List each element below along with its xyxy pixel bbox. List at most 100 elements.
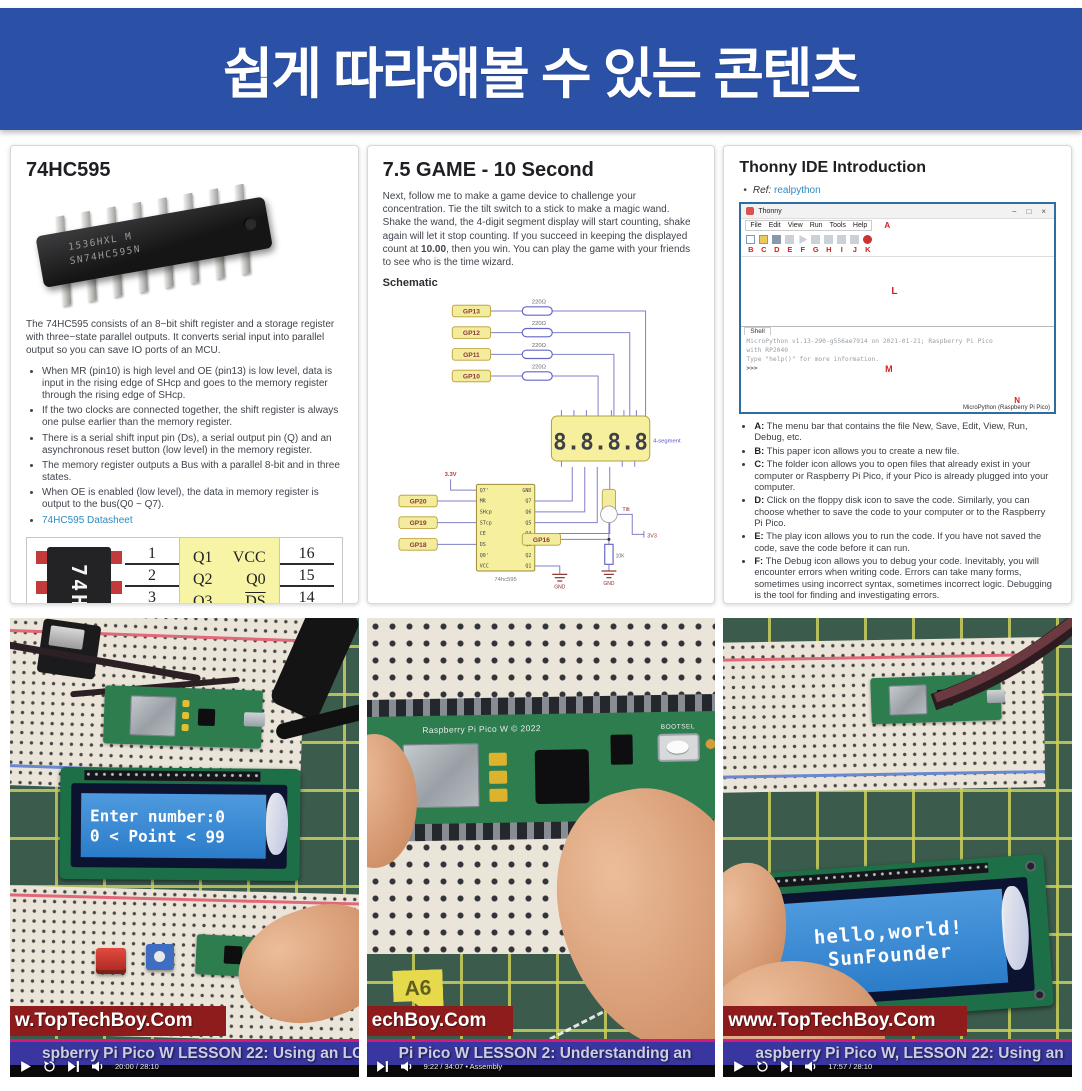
- player-strip: [366, 1065, 716, 1077]
- run-play-icon[interactable]: [799, 235, 808, 244]
- svg-text:220Ω: 220Ω: [532, 343, 547, 349]
- volume-icon[interactable]: [804, 1060, 817, 1073]
- open-folder-icon[interactable]: [759, 235, 769, 244]
- doc-card-74hc595: 74HC595 1536HXL M SN74HC595N The 74HC595…: [10, 145, 359, 604]
- datasheet-link[interactable]: 74HC595 Datasheet: [42, 514, 133, 526]
- video-title: Pi Pico W LESSON 2: Understanding an: [398, 1044, 692, 1062]
- schematic-wires: [437, 310, 647, 575]
- debug-icon[interactable]: [811, 235, 821, 244]
- bullet-item: FThe Debug icon allows you to debug your…: [754, 556, 1056, 601]
- svg-text:DS: DS: [480, 542, 486, 548]
- menu-item-help[interactable]: Help: [852, 222, 868, 229]
- annotation-letter: F: [800, 245, 806, 254]
- play-icon[interactable]: [732, 1060, 745, 1073]
- pin-name-right: DS: [245, 592, 266, 604]
- bootsel-button: [656, 733, 700, 762]
- annotation-letter: J: [852, 245, 857, 254]
- micro-usb-port: [243, 712, 266, 727]
- volume-icon[interactable]: [91, 1060, 104, 1073]
- svg-text:Q2: Q2: [525, 553, 531, 559]
- svg-text:GP13: GP13: [463, 309, 480, 316]
- new-file-icon[interactable]: [746, 235, 756, 244]
- menu-item-view[interactable]: View: [787, 222, 803, 229]
- annotation-m: M: [885, 364, 893, 374]
- replay-10-icon[interactable]: [756, 1060, 769, 1073]
- menu-item-run[interactable]: Run: [809, 222, 823, 229]
- svg-text:MR: MR: [480, 499, 487, 505]
- photo-card-lcd-hello: hello,world! SunFounder www.TopTechBoy.C…: [723, 618, 1073, 1077]
- gpio-tags: GP13 GP12 GP11 GP10: [451, 304, 491, 383]
- doc-card-game: 7.5 GAME - 10 Second Next, follow me to …: [366, 145, 716, 604]
- rp2040-chip: [937, 689, 954, 706]
- toolbar-annotations: B C D E F G H I J K: [741, 245, 1054, 256]
- menu-bar: File Edit View Run Tools Help A: [741, 219, 1054, 232]
- thonny-window: Thonny − □ × File Edit View Run Tools He…: [739, 202, 1057, 414]
- doc-intro: The 74HC595 consists of an 8−bit shift r…: [26, 319, 335, 357]
- annotation-letter: D: [774, 245, 780, 254]
- next-track-icon[interactable]: [376, 1060, 389, 1073]
- editor-area[interactable]: L: [741, 256, 1055, 326]
- video-title: aspberry Pi Pico W, LESSON 22: Using an: [755, 1044, 1064, 1062]
- rp2040-chip: [534, 749, 590, 805]
- annotation-letter: G: [812, 245, 819, 254]
- banner: 쉽게 따라해볼 수 있는 콘텐츠: [0, 8, 1082, 130]
- play-icon[interactable]: [19, 1060, 32, 1073]
- pin-number-left: 2: [125, 568, 179, 588]
- settings-icon[interactable]: [785, 235, 795, 244]
- volume-icon[interactable]: [400, 1060, 413, 1073]
- shell-line: MicroPython v1.13-290-g556ae7914 on 2021…: [746, 338, 993, 345]
- menu-item-file[interactable]: File: [750, 222, 762, 229]
- save-floppy-icon[interactable]: [772, 235, 782, 244]
- menu-item-edit[interactable]: Edit: [768, 222, 781, 229]
- step-into-icon[interactable]: [837, 235, 847, 244]
- annotation-letter: B: [748, 245, 754, 254]
- annotation-n: N: [1014, 396, 1021, 405]
- annotation-letter: H: [826, 245, 832, 254]
- minimize-button[interactable]: −: [1011, 206, 1017, 216]
- bullet-list: When MR (pin10) is high level and OE (pi…: [26, 366, 343, 527]
- maximize-button[interactable]: □: [1026, 206, 1032, 216]
- svg-text:Q1: Q1: [525, 564, 531, 570]
- banner-title: 쉽게 따라해볼 수 있는 콘텐츠: [222, 43, 861, 105]
- svg-text:GND: GND: [603, 581, 615, 587]
- lcd-module: Enter number:0 0 < Point < 99: [59, 766, 301, 882]
- interpreter-status[interactable]: N MicroPython (Raspberry Pi Pico): [962, 396, 1051, 411]
- pin-name-left: Q3: [193, 592, 213, 604]
- next-track-icon[interactable]: [67, 1060, 80, 1073]
- pinout-table: 1 Q1 VCC 16 2 Q2 Q0 15 3 Q3 DS: [125, 537, 334, 604]
- replay-10-icon[interactable]: [43, 1060, 56, 1073]
- menu-item-tools[interactable]: Tools: [829, 222, 846, 229]
- svg-text:GP10: GP10: [463, 374, 480, 381]
- pushbutton: [96, 948, 126, 974]
- gp16-tag: GP16: [521, 533, 562, 546]
- resume-icon[interactable]: [850, 235, 860, 244]
- schematic-image: GP13 GP12 GP11 GP10 220Ω 220Ω 220Ω 220Ω: [398, 300, 681, 591]
- pin-number-right: 14: [280, 590, 334, 603]
- bullet-item: CThe folder icon allows you to open file…: [754, 459, 1056, 492]
- svg-text:220Ω: 220Ω: [532, 300, 547, 306]
- pin-name-left: Q2: [193, 570, 213, 588]
- chip-right-pins: [111, 550, 122, 603]
- lcd-line: Enter number:0: [89, 805, 226, 826]
- video-title-bar: Pi Pico W LESSON 2: Understanding an: [366, 1039, 716, 1065]
- board-silkscreen: Raspberry Pi Pico W © 2022: [421, 723, 541, 736]
- pin-name-left: Q1: [193, 548, 213, 566]
- svg-text:GP20: GP20: [410, 499, 427, 506]
- chip-marking: 1536HXL M SN74HC595N: [67, 230, 142, 268]
- close-button[interactable]: ×: [1041, 206, 1047, 216]
- player-controls: 20:00 / 28:10: [19, 1060, 159, 1073]
- svg-text:GP19: GP19: [410, 520, 427, 527]
- micro-usb-port: [987, 689, 1006, 704]
- realpython-link[interactable]: realpython: [773, 185, 821, 196]
- video-title-bar: spberry Pi Pico W LESSON 22: Using an LC…: [10, 1039, 359, 1065]
- step-over-icon[interactable]: [824, 235, 834, 244]
- time-display: 9:22 / 34:07 • Assembly: [423, 1062, 503, 1071]
- thonny-app-icon: [746, 207, 755, 215]
- svg-text:8.8.8.8: 8.8.8.8: [553, 429, 648, 455]
- next-track-icon[interactable]: [780, 1060, 793, 1073]
- stop-icon[interactable]: [863, 235, 873, 244]
- shell-tab[interactable]: Shell: [744, 327, 771, 335]
- doc-card-thonny: Thonny IDE Introduction Ref: realpython …: [723, 145, 1073, 604]
- site-banner: echBoy.Com: [366, 1006, 514, 1036]
